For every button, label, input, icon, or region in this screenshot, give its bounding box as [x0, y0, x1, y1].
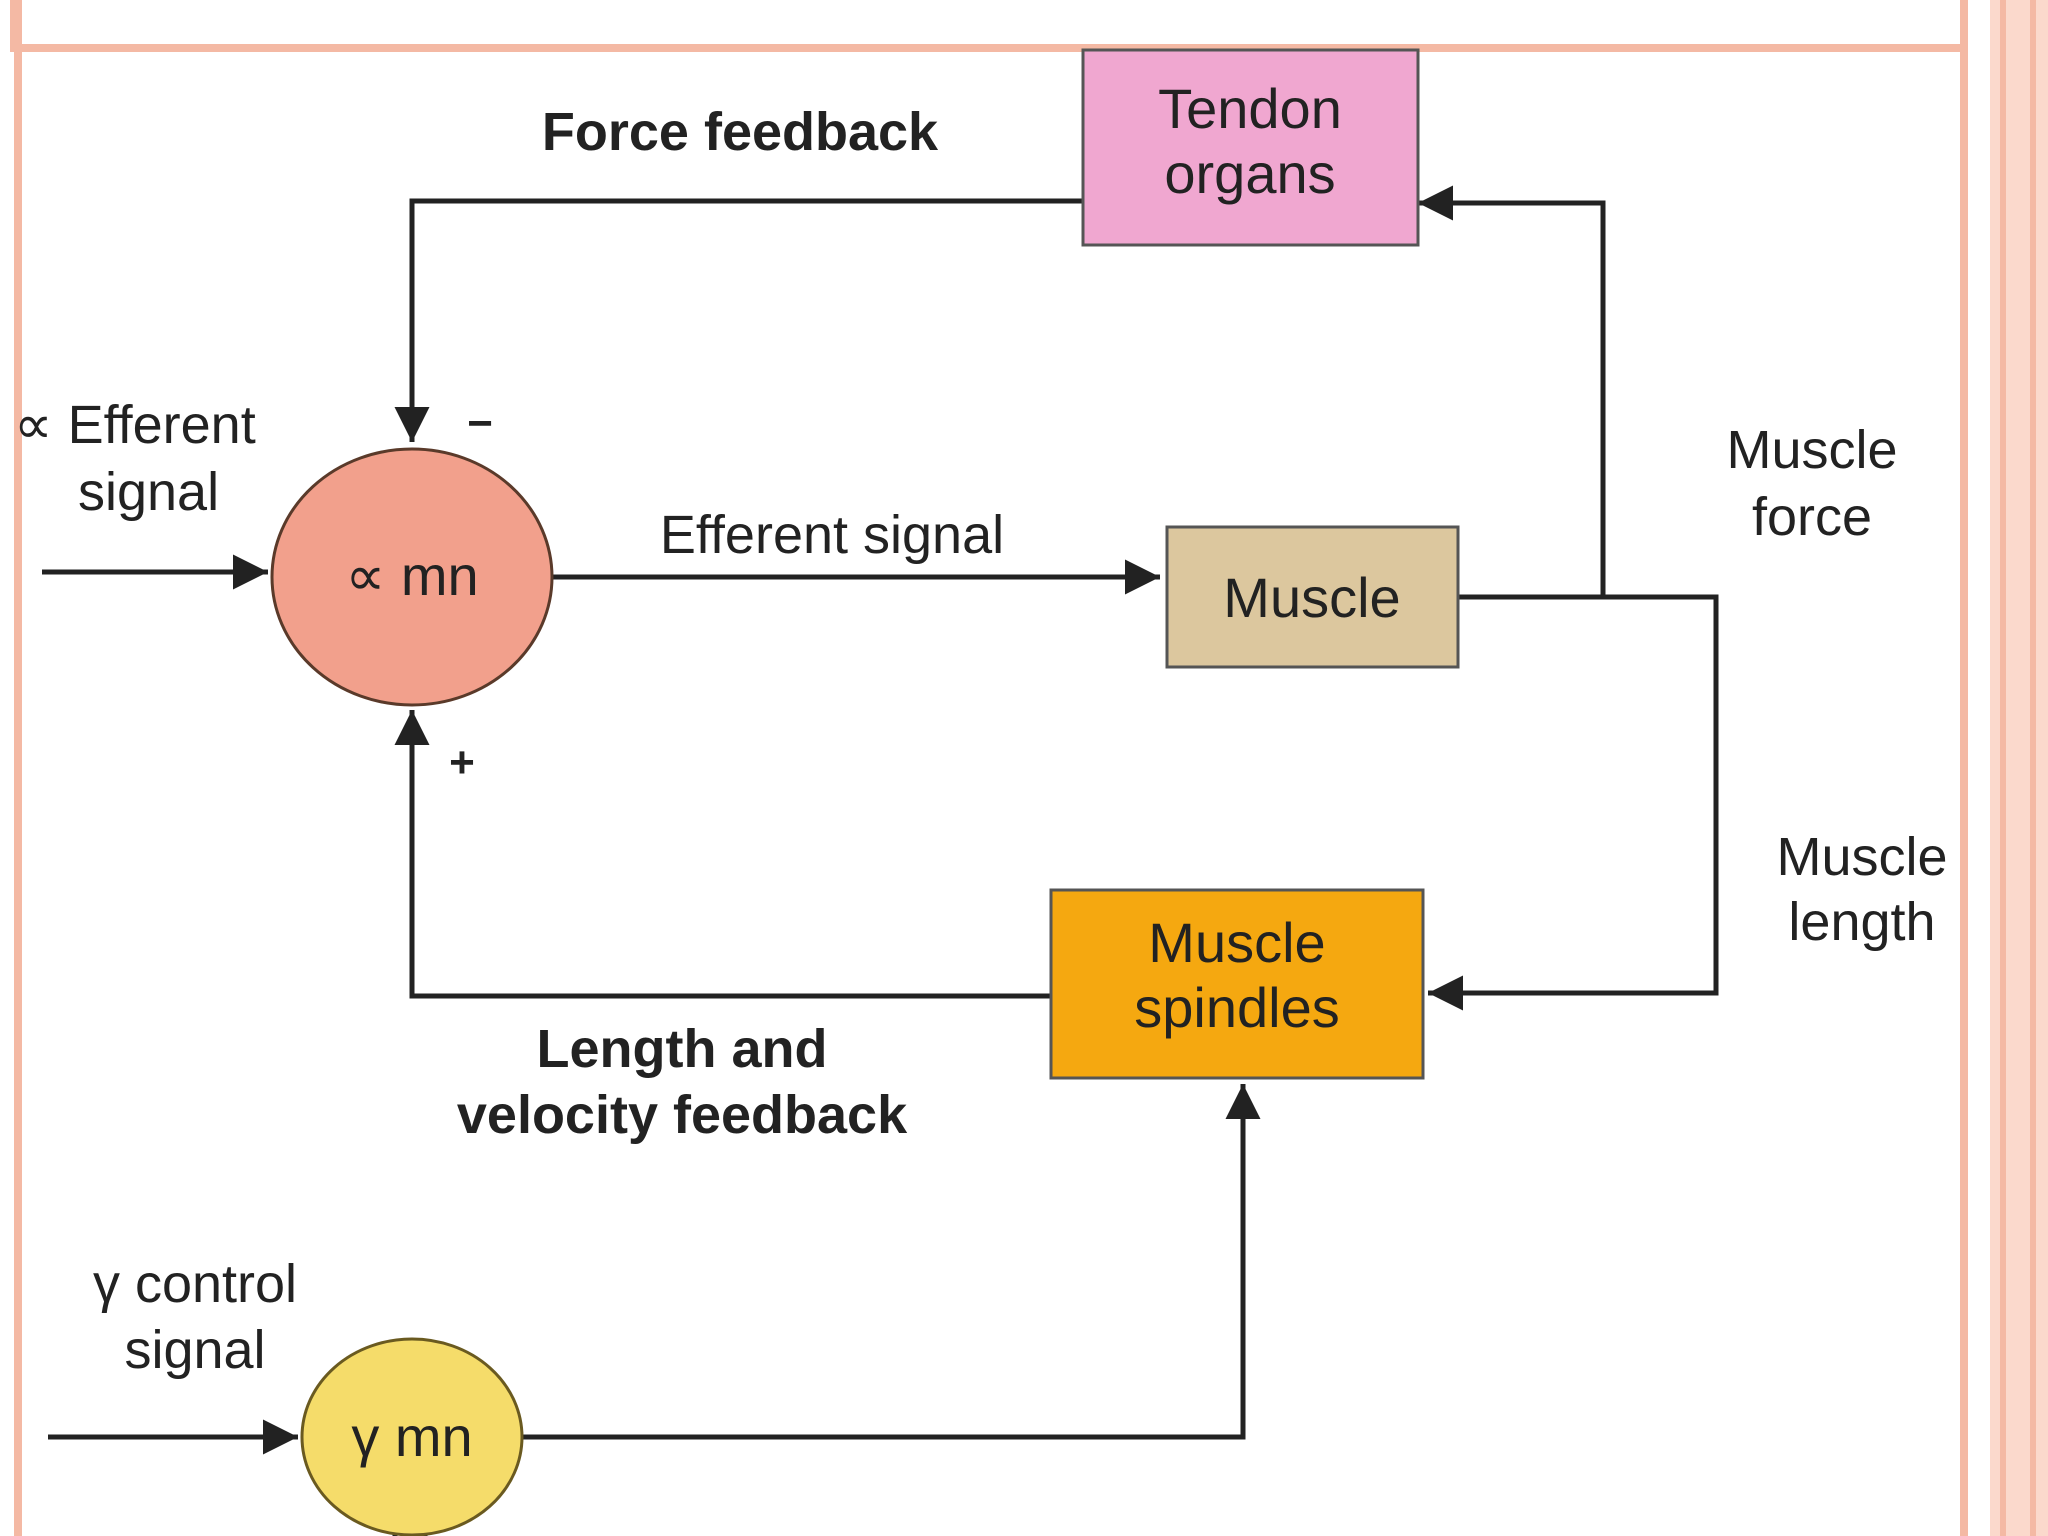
muscle-length-arrow [1428, 594, 1719, 1011]
length-velocity-label-line-2: velocity feedback [457, 1085, 908, 1145]
alpha-mn-label: ∝ mn [345, 544, 478, 607]
minus-sign: − [467, 399, 493, 448]
tendon-organs-line-2: organs [1164, 142, 1335, 205]
alpha-efferent-label-line-1: ∝ Efferent [14, 395, 256, 455]
muscle-label: Muscle [1223, 566, 1400, 629]
gamma-mn-label: γ mn [351, 1405, 472, 1468]
length-velocity-feedback-arrow [394, 710, 1051, 999]
efferent-signal-label: Efferent signal [660, 505, 1004, 565]
length-velocity-label-line-1: Length and [537, 1019, 828, 1079]
gamma-control-label-line-2: signal [124, 1320, 265, 1380]
muscle-node: Muscle [1165, 525, 1460, 669]
muscle-spindles-box [1049, 888, 1425, 1080]
gamma-mn-circle [300, 1337, 524, 1536]
gamma-mn-node: γ mn [300, 1337, 524, 1536]
alpha-efferent-label-line-2: signal [78, 462, 219, 522]
gamma-to-spindles-arrow [522, 1084, 1261, 1440]
force-feedback-arrow [394, 198, 1083, 442]
plus-sign: + [449, 738, 475, 787]
muscle-length-label-line-1: Muscle [1776, 827, 1947, 887]
edge-labels: Force feedback ∝ Efferent signal − + Eff… [14, 102, 1948, 1380]
muscle-spindles-line-1: Muscle [1148, 911, 1325, 974]
muscle-box [1165, 525, 1460, 669]
muscle-spindles-node: Muscle spindles [1049, 888, 1425, 1080]
muscle-spindles-line-2: spindles [1134, 976, 1339, 1039]
muscle-force-label-line-2: force [1752, 487, 1872, 547]
tendon-organs-box [1081, 48, 1420, 247]
tendon-organs-node: Tendon organs [1081, 48, 1420, 247]
muscle-force-label-line-1: Muscle [1726, 420, 1897, 480]
alpha-mn-node: ∝ mn [270, 447, 554, 707]
alpha-mn-circle [270, 447, 554, 707]
tendon-organs-line-1: Tendon [1158, 77, 1342, 140]
muscle-force-arrow [1418, 185, 1606, 597]
connectors [42, 185, 1719, 1536]
force-feedback-label: Force feedback [542, 102, 939, 162]
gamma-control-label-line-1: γ control [93, 1254, 297, 1314]
muscle-length-label-line-2: length [1788, 892, 1935, 952]
